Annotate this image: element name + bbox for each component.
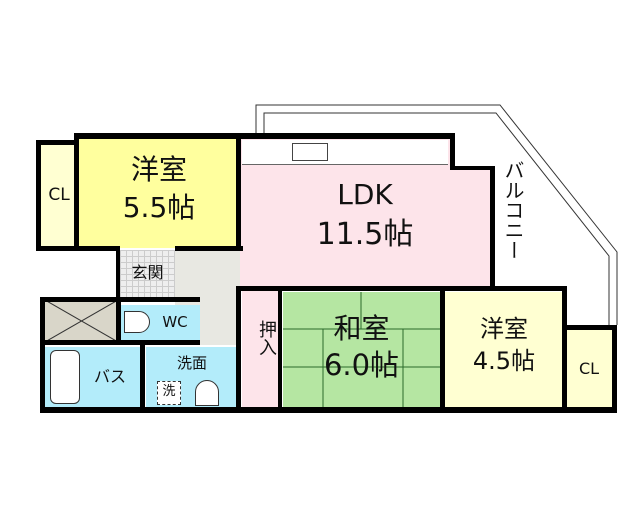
western-room-2-name: 洋室 bbox=[480, 315, 528, 343]
ldk-notch bbox=[450, 133, 495, 168]
washroom-label: 洗面 bbox=[176, 354, 207, 372]
bath-label: バス bbox=[93, 367, 126, 386]
storage-cross bbox=[45, 300, 118, 342]
ldk-size: 11.5帖 bbox=[316, 217, 414, 252]
balcony-label: バルコニー bbox=[501, 160, 525, 260]
sink bbox=[292, 143, 328, 161]
bathtub-icon bbox=[50, 350, 80, 404]
entrance-label: 玄関 bbox=[131, 263, 164, 282]
cl-left-label: CL bbox=[48, 185, 70, 205]
ldk-name: LDK bbox=[337, 178, 393, 211]
washbasin-icon bbox=[195, 380, 219, 406]
western-room-1-size: 5.5帖 bbox=[122, 191, 196, 224]
entrance bbox=[120, 250, 175, 298]
western-room-2-size: 4.5帖 bbox=[472, 347, 536, 375]
western-room-1 bbox=[78, 137, 238, 248]
japanese-room-size: 6.0帖 bbox=[323, 348, 400, 382]
toilet-icon bbox=[124, 311, 150, 333]
western-room-2 bbox=[445, 292, 563, 407]
cl-right-label: CL bbox=[578, 359, 600, 378]
wc-label: WC bbox=[162, 313, 188, 331]
cl-left bbox=[38, 140, 80, 250]
closet-label: 押入 bbox=[256, 320, 277, 356]
cl-right bbox=[566, 330, 612, 407]
japanese-room-name: 和室 bbox=[333, 312, 390, 345]
washer-label: 洗 bbox=[157, 381, 181, 405]
kitchen-counter bbox=[242, 140, 448, 165]
closet-oshiire bbox=[242, 290, 280, 407]
tatami-lines bbox=[283, 292, 440, 407]
western-room-1-name: 洋室 bbox=[130, 153, 187, 186]
